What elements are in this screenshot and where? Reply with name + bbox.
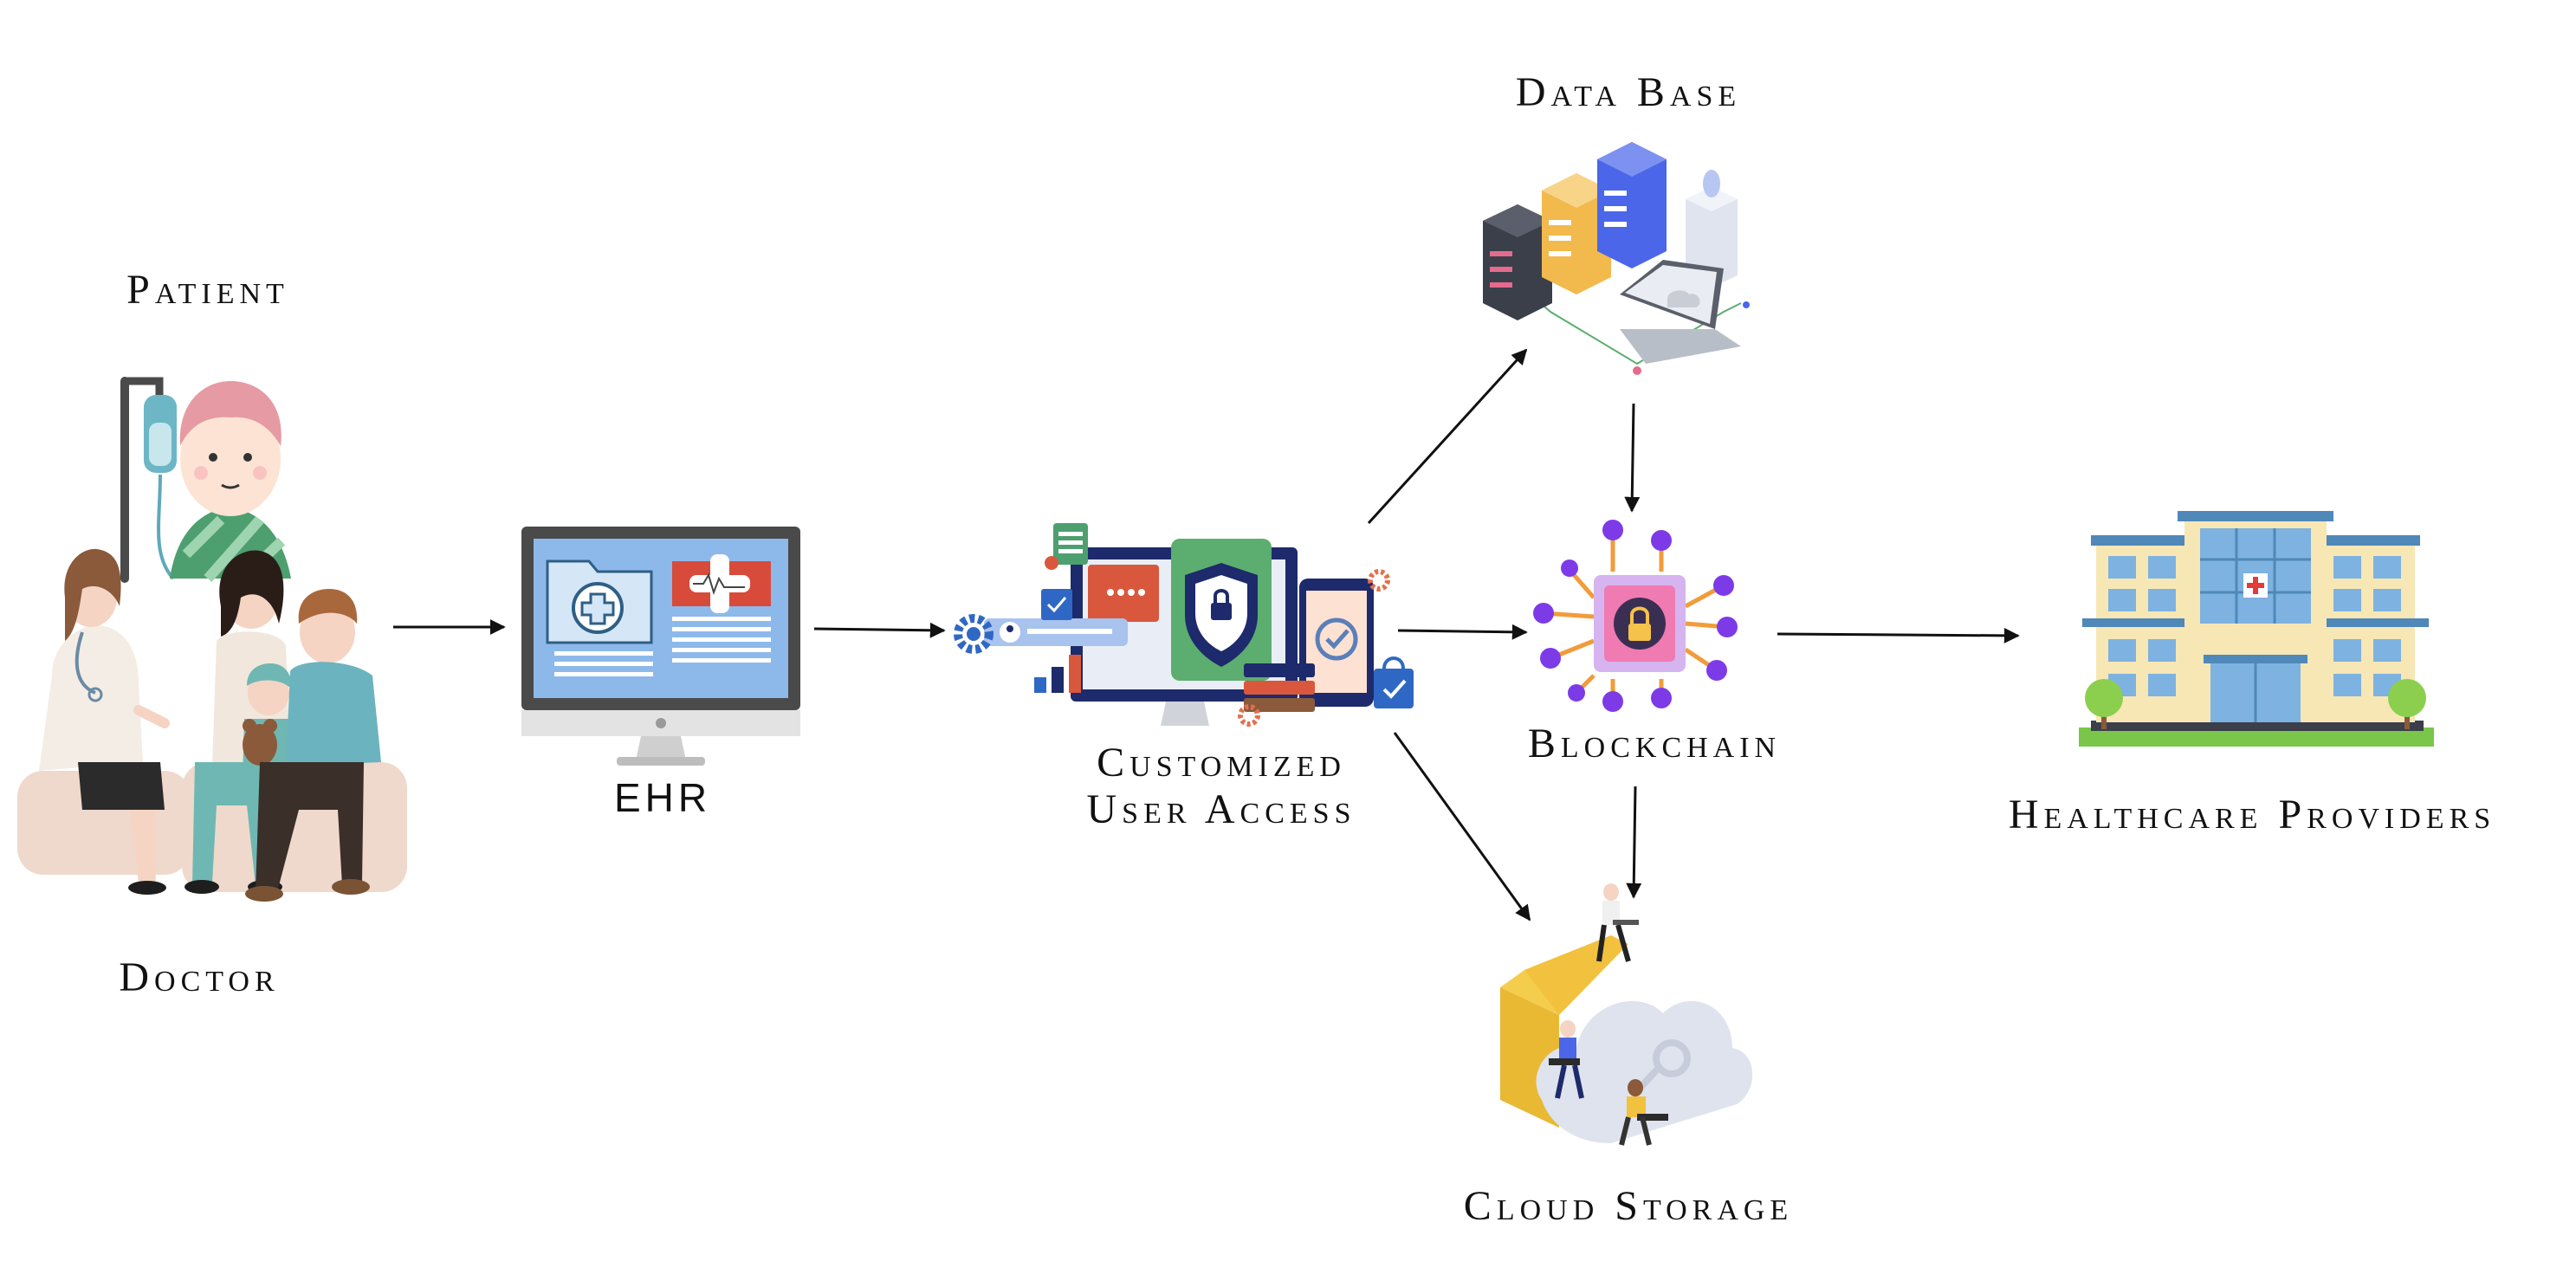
arrow-access-to-database	[1367, 348, 1528, 525]
arrows	[393, 348, 2020, 922]
database-label: Data Base	[1515, 69, 1742, 115]
arrow-ehr-to-access	[813, 622, 946, 638]
providers-label: Healthcare Providers	[2008, 792, 2496, 837]
arrow-blockchain-to-cloud	[1626, 786, 1642, 899]
database-illustration	[1483, 142, 1750, 375]
arrow-database-to-blockchain	[1624, 403, 1641, 513]
blockchain-illustration	[1533, 520, 1738, 712]
ehr-illustration	[521, 527, 800, 766]
arrow-blockchain-to-providers	[1777, 627, 2020, 643]
arrow-access-to-cloud	[1393, 732, 1531, 922]
hospital-illustration	[2079, 511, 2434, 747]
patient-label: Patient	[126, 267, 289, 313]
arrow-access-to-blockchain	[1397, 624, 1528, 640]
cloud-storage-illustration	[1500, 883, 1753, 1146]
blockchain-label: Blockchain	[1527, 721, 1782, 766]
cloud-storage-label: Cloud Storage	[1463, 1183, 1794, 1229]
access-label-line-1: Customized	[1097, 740, 1346, 786]
ehr-label: EHR	[613, 775, 712, 820]
user-access-illustration	[954, 523, 1414, 727]
patient-illustration	[120, 377, 291, 583]
access-label-line-2: User Access	[1086, 786, 1356, 832]
doctor-label: Doctor	[119, 954, 280, 1000]
doctor-illustration	[17, 548, 407, 902]
